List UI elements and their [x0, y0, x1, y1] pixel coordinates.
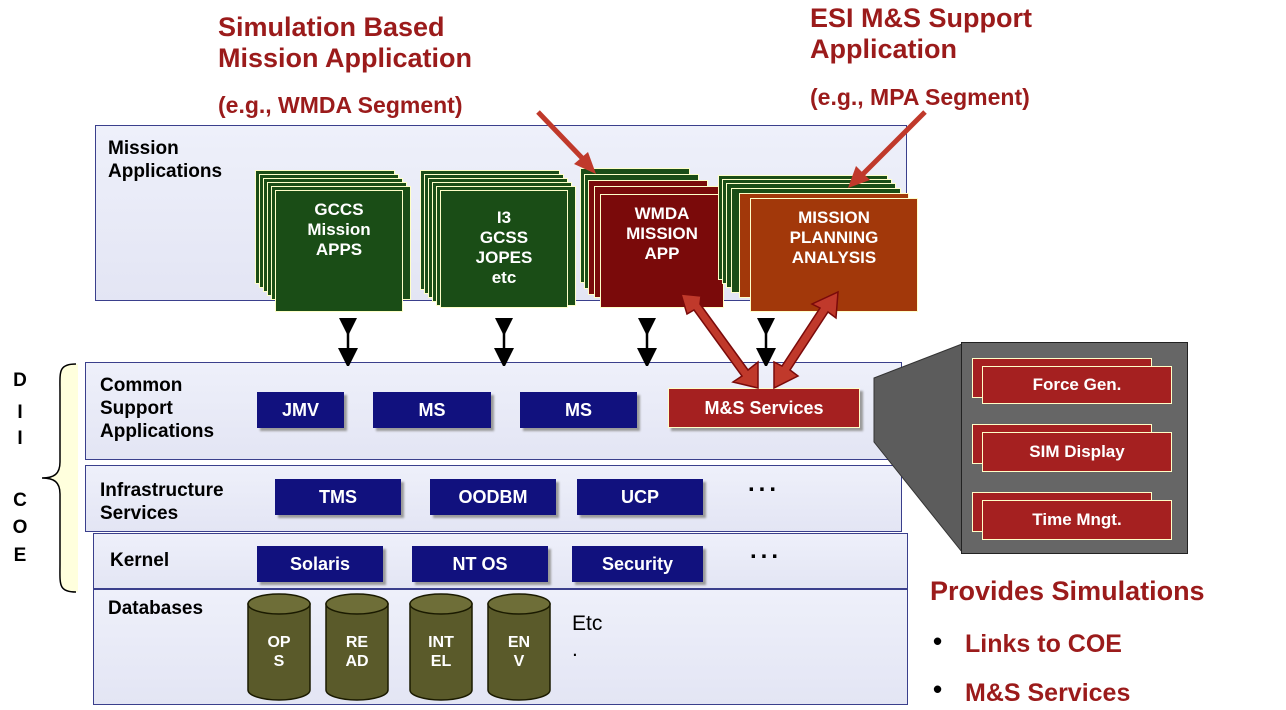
sim-display-front — [982, 432, 1172, 472]
read-cylinder — [325, 593, 389, 701]
ops-cylinder — [247, 593, 311, 701]
databases-label: Databases — [108, 598, 204, 619]
mission-applications-label: Mission Applications — [108, 138, 223, 182]
tms-box: TMS — [275, 479, 401, 515]
interface-arrows — [338, 318, 776, 366]
coe-letter-e: E — [13, 545, 27, 566]
ms-services-box: M&S Services — [668, 388, 860, 428]
wmda-ms-services-arrow — [679, 293, 759, 389]
database-cylinders — [247, 593, 551, 701]
common-support-label: Common Support Applications — [100, 375, 215, 442]
kernel-ellipsis: ... — [750, 537, 783, 564]
dii-letter-i2: I — [17, 428, 23, 449]
db-read: RE AD — [345, 634, 369, 670]
db-ops: OP S — [267, 634, 291, 670]
infra-ellipsis: ... — [748, 470, 781, 497]
nt-os-box: NT OS — [412, 546, 548, 582]
intel-cylinder — [409, 593, 473, 701]
esi-pointer-arrow — [848, 110, 927, 188]
sim-display-label: SIM Display — [1029, 442, 1125, 461]
gccs-mission-apps: GCCS Mission APPS — [307, 200, 371, 259]
i3-gcss-jopes: I3 GCSS JOPES etc — [475, 208, 533, 287]
db-intel: INT EL — [428, 634, 454, 670]
zoom-connector — [873, 343, 963, 554]
db-etc: Etc . — [572, 612, 603, 661]
ms-box-2: MS — [520, 392, 637, 428]
time-mngt-label: Time Mngt. — [1032, 510, 1122, 529]
force-gen-label: Force Gen. — [1032, 375, 1122, 394]
dii-letter-i1: I — [17, 402, 23, 423]
ucp-box: UCP — [577, 479, 703, 515]
bullet-dot-1: • — [933, 626, 943, 656]
coe-letter-c: C — [13, 490, 27, 511]
security-box: Security — [572, 546, 703, 582]
mission-planning-analysis: MISSION PLANNING ANALYSIS — [789, 208, 879, 267]
kernel-label: Kernel — [110, 550, 170, 571]
jmv-box: JMV — [257, 392, 344, 428]
env-cylinder — [487, 593, 551, 701]
sim-app-subheading: (e.g., WMDA Segment) — [218, 92, 463, 118]
bullet-ms-services: M&S Services — [965, 679, 1131, 707]
oodbm-box: OODBM — [430, 479, 556, 515]
solaris-box: Solaris — [257, 546, 383, 582]
mpa-ms-services-arrow — [773, 290, 839, 390]
db-env: EN V — [507, 634, 531, 670]
sim-app-heading: Simulation Based Mission Application — [218, 12, 473, 73]
dii-coe-brace — [41, 363, 78, 593]
sim-pointer-arrow — [536, 110, 596, 174]
force-gen-front — [982, 366, 1172, 404]
dii-letter-d: D — [13, 370, 27, 391]
time-mngt-front — [982, 500, 1172, 540]
wmda-mission-app: WMDA MISSION APP — [626, 204, 698, 263]
provides-title: Provides Simulations — [930, 576, 1205, 606]
bullet-dot-2: • — [933, 674, 943, 704]
esi-subheading: (e.g., MPA Segment) — [810, 84, 1030, 110]
coe-letter-o: O — [12, 517, 28, 538]
infrastructure-label: Infrastructure Services — [100, 480, 224, 524]
bullet-links-to-coe: Links to COE — [965, 630, 1122, 658]
esi-heading: ESI M&S Support Application — [810, 3, 1032, 64]
ms-box-1: MS — [373, 392, 491, 428]
